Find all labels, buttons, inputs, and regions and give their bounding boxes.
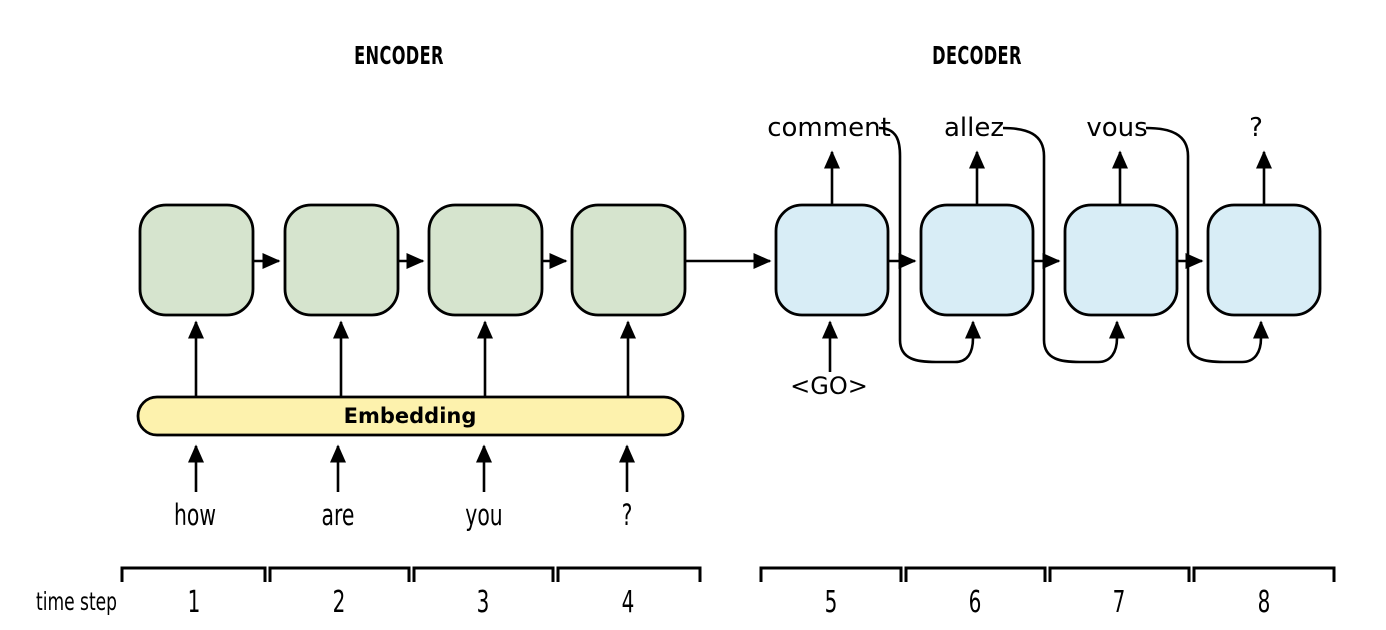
time-step-number-7: 7: [1113, 586, 1126, 620]
time-step-bracket-6: [904, 566, 1047, 582]
time-step-number-8: 8: [1258, 586, 1271, 620]
decoder-cell-2[interactable]: [919, 203, 1035, 317]
feedback-loop-1: [878, 126, 982, 364]
time-step-bracket-2: [268, 566, 411, 582]
time-step-bracket-7: [1048, 566, 1191, 582]
time-step-number-3: 3: [477, 586, 490, 620]
time-step-bracket-1: [120, 566, 267, 582]
time-step-number-2: 2: [333, 586, 346, 620]
encoder-input-word-4: ?: [622, 499, 633, 532]
decoder-cell-1[interactable]: [774, 203, 890, 317]
encoder-cell-1[interactable]: [138, 203, 255, 317]
feedback-loop-3: [1145, 126, 1270, 364]
encoder-cell-4[interactable]: [570, 203, 687, 317]
decoder-output-word-2: allez: [944, 113, 1004, 143]
time-step-number-5: 5: [825, 586, 838, 620]
decoder-cell-3[interactable]: [1063, 203, 1179, 317]
go-token-label: <GO>: [790, 372, 868, 400]
encoder-cell-2[interactable]: [283, 203, 400, 317]
encoder-cell-3[interactable]: [427, 203, 544, 317]
decoder-output-word-4: ?: [1249, 113, 1263, 143]
embedding-label: Embedding: [344, 404, 477, 428]
time-step-number-1: 1: [188, 586, 201, 620]
time-step-bracket-8: [1192, 566, 1336, 582]
time-step-bracket-5: [759, 566, 903, 582]
encoder-input-word-2: are: [322, 499, 355, 532]
encoder-title: ENCODER: [354, 42, 444, 71]
feedback-loop-2: [1002, 126, 1126, 364]
encoder-input-word-1: how: [174, 499, 216, 532]
time-step-number-6: 6: [969, 586, 982, 620]
decoder-output-word-3: vous: [1086, 113, 1147, 143]
encoder-input-word-3: you: [465, 499, 502, 532]
time-step-number-4: 4: [622, 586, 635, 620]
time-step-axis-label: time step: [36, 587, 117, 616]
decoder-cell-4[interactable]: [1206, 203, 1322, 317]
decoder-output-word-1: comment: [767, 113, 891, 143]
time-step-bracket-4: [556, 566, 702, 582]
decoder-title: DECODER: [932, 42, 1022, 71]
time-step-bracket-3: [412, 566, 555, 582]
embedding-bar[interactable]: [136, 395, 685, 437]
